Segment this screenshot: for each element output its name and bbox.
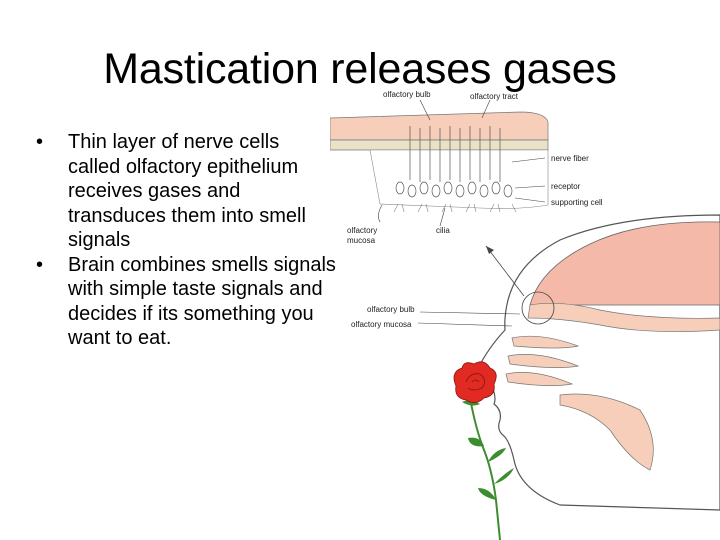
head-profile	[417, 214, 720, 511]
label-olfactory-bulb: olfactory bulb	[367, 305, 415, 314]
label-olfactory-bulb-top: olfactory bulb	[383, 90, 431, 99]
olfactory-diagram: olfactory bulb olfactory tract nerve fib…	[330, 90, 720, 540]
rose	[453, 361, 514, 540]
slide-title: Mastication releases gases	[103, 45, 617, 93]
label-supporting-cell: supporting cell	[551, 198, 603, 207]
epithelium-inset	[330, 99, 549, 227]
bullet-list: Thin layer of nerve cells called olfacto…	[36, 130, 336, 351]
label-olfactory-mucosa: olfactory mucosa	[351, 320, 412, 329]
label-olfactory-mucosa-l2: mucosa	[347, 236, 376, 245]
bullet-item: Brain combines smells signals with simpl…	[36, 253, 336, 351]
label-nerve-fiber: nerve fiber	[551, 154, 589, 163]
label-olfactory-mucosa-l1: olfactory	[347, 226, 377, 235]
label-receptor: receptor	[551, 182, 581, 191]
label-olfactory-tract: olfactory tract	[470, 92, 519, 101]
label-cilia: cilia	[436, 226, 450, 235]
bullet-item: Thin layer of nerve cells called olfacto…	[36, 130, 336, 253]
